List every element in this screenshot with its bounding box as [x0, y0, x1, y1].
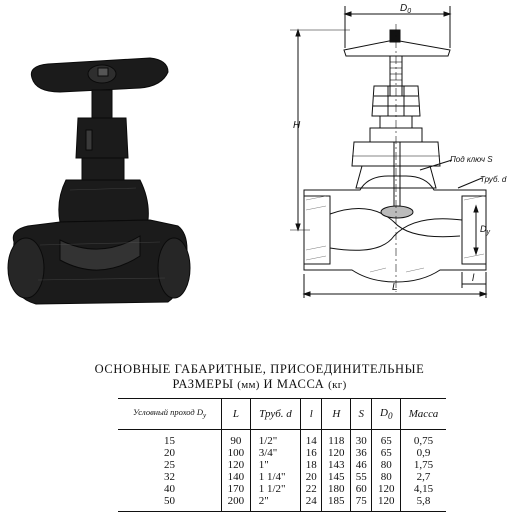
table-cell: 3/4"	[249, 447, 301, 459]
table-cell: 185	[321, 495, 351, 512]
table-cell: 200	[221, 495, 251, 512]
l-label: l	[472, 273, 475, 284]
table-cell: 18	[300, 459, 322, 471]
table-cell: 120	[371, 483, 401, 495]
table-cell: 22	[300, 483, 322, 495]
table-cell: 120	[371, 495, 401, 512]
table-cell: 25	[164, 459, 176, 471]
table-cell: 20	[164, 447, 176, 459]
header-height: H	[321, 398, 351, 430]
table-cell: 60	[350, 483, 372, 495]
total-length-label: L	[392, 282, 398, 293]
table-cell: 20	[300, 471, 322, 483]
table-cell: 65	[371, 447, 401, 459]
table-caption-line2: РАЗМЕРЫ (мм) И МАССА (кг)	[172, 377, 347, 391]
pipe-label: Труб. d	[480, 175, 507, 184]
header-nominal-bore: Условный проход Dy	[118, 398, 222, 430]
table-cell: 46	[350, 459, 372, 471]
header-wheel-diameter: D0	[371, 398, 401, 430]
table-cell: 90	[221, 429, 251, 447]
table-cell: 65	[371, 429, 401, 447]
table-cell: 16	[300, 447, 322, 459]
dy-label: Dy	[480, 224, 491, 236]
table-cell: 120	[321, 447, 351, 459]
table-header-row: Условный проход Dy L Труб. d l H S D0 Ма…	[118, 398, 446, 430]
dimensions-table: Условный проход Dy L Труб. d l H S D0 Ма…	[118, 398, 446, 512]
table-cell: 14	[300, 429, 322, 447]
table-cell: 1,75	[400, 459, 446, 471]
valve-technical-drawing: D0 H Под ключ S Труб. d Dy l L	[290, 3, 507, 298]
table-cell: 2"	[249, 495, 301, 512]
table-cell: 1/2"	[249, 429, 301, 447]
table-cell: 5,8	[400, 495, 446, 512]
d0-label: D0	[400, 3, 411, 15]
header-pipe-thread: Труб. d	[249, 398, 301, 430]
valve-photo	[7, 57, 191, 305]
table-cell: 145	[321, 471, 351, 483]
table-cell: 50	[118, 495, 222, 512]
table-cell: 4,15	[400, 483, 446, 495]
table-caption-line1: ОСНОВНЫЕ ГАБАРИТНЫЕ, ПРИСОЕДИНИТЕЛЬНЫЕ	[94, 362, 425, 376]
table-cell: 80	[371, 471, 401, 483]
table-cell: 0,9	[400, 447, 446, 459]
header-mass: Масса	[400, 398, 446, 430]
table-cell: 80	[371, 459, 401, 471]
table-cell: 1"	[249, 459, 301, 471]
table-cell: 143	[321, 459, 351, 471]
table-cell: 1 1/4"	[249, 471, 301, 483]
table-cell: 2,7	[400, 471, 446, 483]
table-cell: 180	[321, 483, 351, 495]
table-cell: 0,75	[400, 429, 446, 447]
table-cell: 40	[164, 483, 176, 495]
h-label: H	[293, 120, 301, 131]
table-cell: 140	[221, 471, 251, 483]
table-cell: 118	[321, 429, 351, 447]
table-cell: 75	[350, 495, 372, 512]
table-cell: 30	[350, 429, 372, 447]
table-cell: 15	[164, 435, 176, 447]
table-cell: 24	[300, 495, 322, 512]
table-cell: 55	[350, 471, 372, 483]
table-cell: 100	[221, 447, 251, 459]
wrench-label: Под ключ S	[450, 155, 493, 164]
table-cell: 170	[221, 483, 251, 495]
table-cell: 32	[164, 471, 176, 483]
table-cell: 120	[221, 459, 251, 471]
header-length: L	[221, 398, 251, 430]
header-thread-length: l	[300, 398, 322, 430]
header-wrench-size: S	[350, 398, 372, 430]
table-cell: 1 1/2"	[249, 483, 301, 495]
table-cell: 36	[350, 447, 372, 459]
